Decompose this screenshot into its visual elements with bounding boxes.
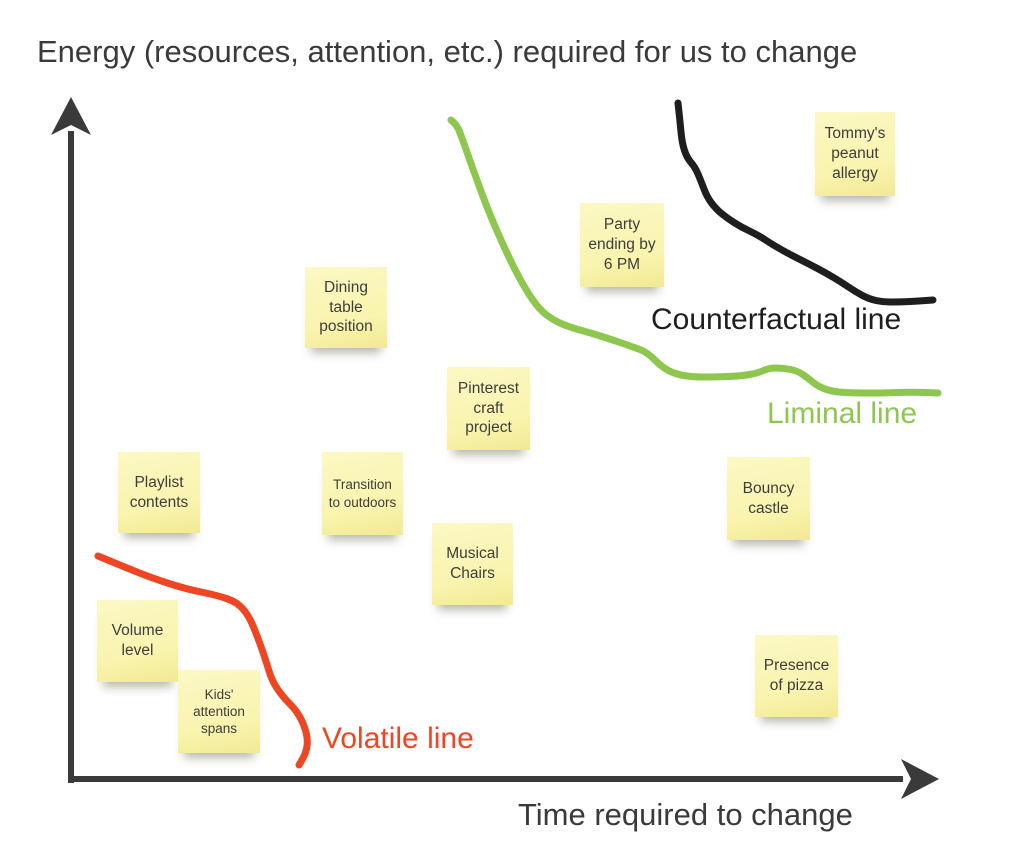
- sticky-note-text: Kids' attention spans: [193, 686, 245, 737]
- liminal-line-label: Liminal line: [767, 397, 918, 430]
- volatile-line-label: Volatile line: [322, 722, 474, 755]
- sticky-note-text: Transition to outdoors: [328, 477, 397, 510]
- x-axis-label: Time required to change: [518, 797, 853, 832]
- sticky-note-text: Tommy's peanut allergy: [824, 125, 886, 182]
- liminal-line: [447, 116, 942, 397]
- sticky-note-text: Volume level: [111, 622, 164, 659]
- counterfactual-line: [674, 99, 937, 306]
- sticky-note-tommy-s-peanut-allergy[interactable]: Tommy's peanut allergy: [815, 112, 895, 196]
- sticky-note-text: Bouncy castle: [742, 479, 795, 517]
- counterfactual-line-label: Counterfactual line: [651, 303, 902, 336]
- sticky-note-text: Musical Chairs: [446, 545, 499, 582]
- sticky-note-kids-attention-spans[interactable]: Kids' attention spans: [178, 670, 260, 753]
- y-axis-arrowhead-icon: [51, 97, 91, 135]
- sticky-note-volume-level[interactable]: Volume level: [97, 600, 178, 682]
- sticky-note-playlist-contents[interactable]: Playlist contents: [118, 452, 200, 533]
- axes: [51, 97, 939, 799]
- sticky-note-party-ending-by-6-pm[interactable]: Party ending by 6 PM: [580, 203, 664, 287]
- sticky-note-bouncy-castle[interactable]: Bouncy castle: [727, 457, 810, 540]
- sticky-note-text: Dining table position: [319, 278, 373, 336]
- x-axis-arrowhead-icon: [901, 759, 939, 799]
- sticky-note-text: Party ending by 6 PM: [588, 216, 656, 273]
- sticky-note-text: Pinterest craft project: [457, 379, 520, 437]
- sticky-note-text: Playlist contents: [129, 473, 189, 511]
- sticky-note-text: Presence of pizza: [763, 657, 830, 694]
- y-axis-title: Energy (resources, attention, etc.) requ…: [37, 34, 858, 69]
- sticky-note-presence-of-pizza[interactable]: Presence of pizza: [755, 635, 838, 717]
- sticky-note-pinterest-craft-project[interactable]: Pinterest craft project: [447, 367, 530, 450]
- volatile-line: [94, 552, 311, 769]
- sticky-note-transition-to-outdoors[interactable]: Transition to outdoors: [322, 452, 403, 535]
- sticky-note-dining-table-position[interactable]: Dining table position: [305, 267, 387, 348]
- sticky-note-musical-chairs[interactable]: Musical Chairs: [432, 523, 513, 605]
